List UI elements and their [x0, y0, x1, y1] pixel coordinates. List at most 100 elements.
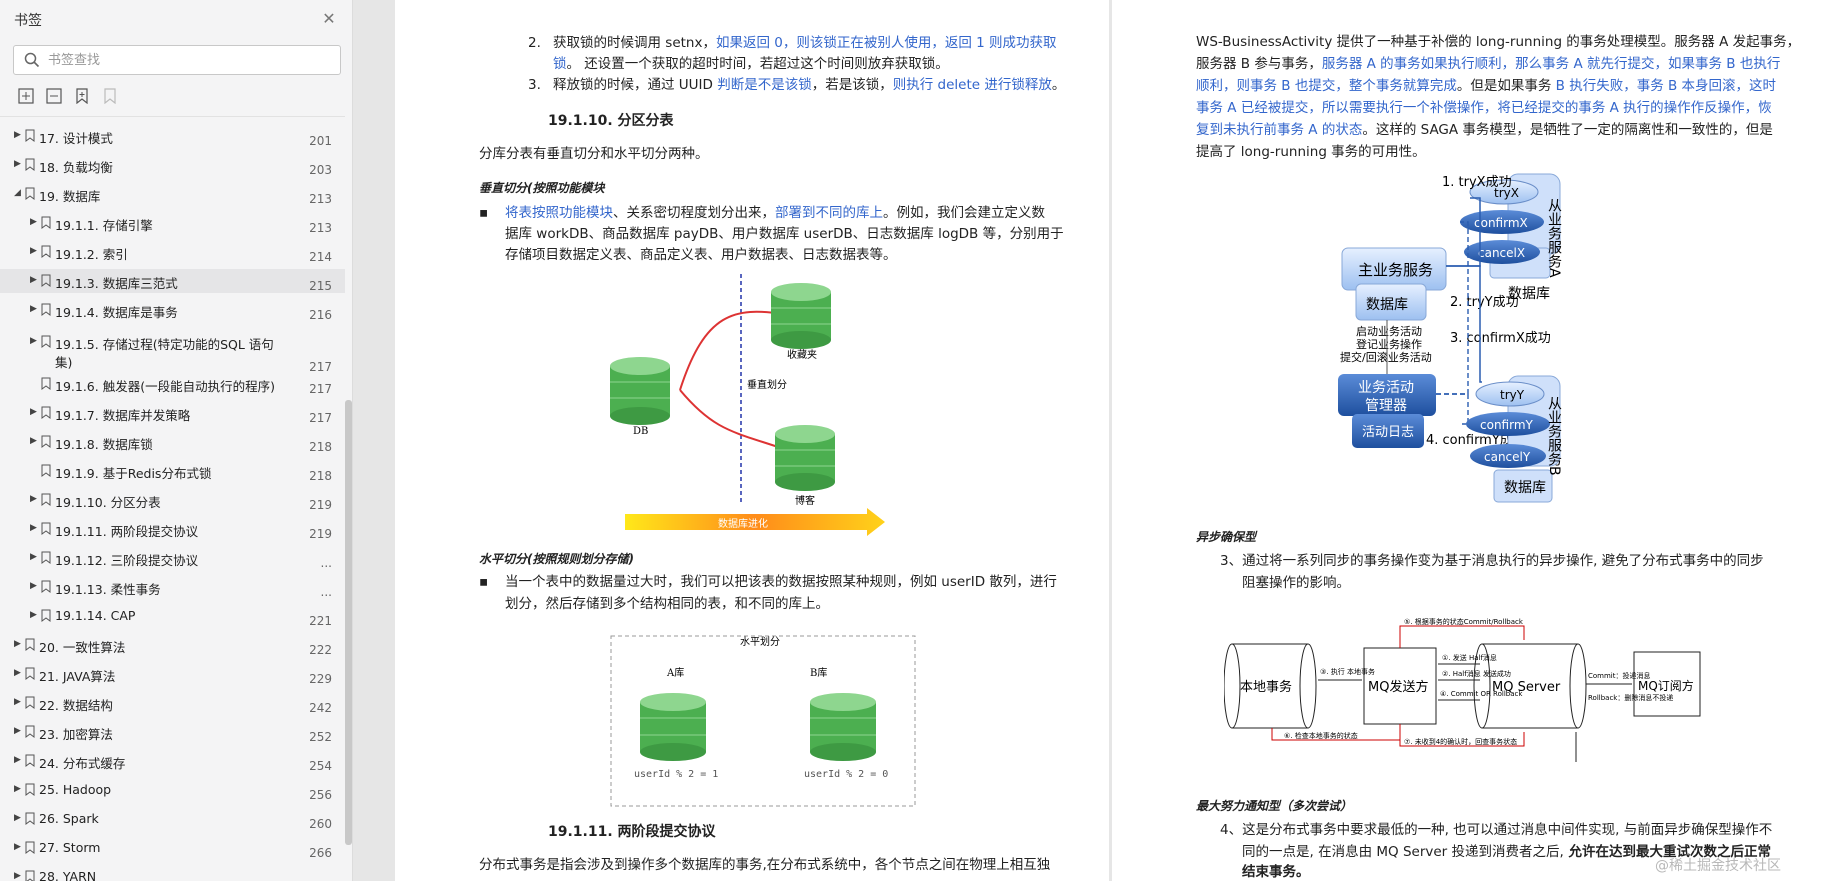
bookmark-icon	[41, 406, 51, 419]
mq-step7: ⑦. 未收到4的确认时，回查事务状态	[1404, 737, 1517, 746]
bookmark-item[interactable]: 19.1.6. 触发器(一段能自动执行的程序)217	[0, 372, 345, 396]
sidebar-scrollbar[interactable]	[345, 400, 352, 845]
bookmark-label: 19.1.4. 数据库是事务	[55, 305, 178, 320]
cancelx-label: cancelX	[1478, 246, 1525, 260]
expand-arrow-icon[interactable]: ▶	[14, 842, 21, 852]
expand-all-icon[interactable]	[18, 88, 34, 104]
bookmark-toolbar	[18, 88, 118, 108]
search-icon	[24, 52, 40, 68]
expand-arrow-icon[interactable]: ▶	[14, 784, 21, 794]
bookmark-search-input[interactable]	[48, 50, 328, 70]
bookmark-page-number: 214	[309, 250, 332, 264]
paragraph-line: 顺利，则事务 B 也提交，整个事务就算完成。但是如果事务 B 执行失败，事务 B…	[1196, 76, 1776, 97]
bookmark-icon	[41, 609, 51, 622]
expand-arrow-icon[interactable]: ▶	[30, 494, 37, 504]
confirmx-label: confirmX	[1474, 216, 1528, 230]
bookmark-icon	[25, 638, 35, 651]
expand-arrow-icon[interactable]: ▶	[30, 336, 37, 346]
expand-arrow-icon[interactable]: ▶	[30, 610, 37, 620]
log-label: 活动日志	[1362, 425, 1414, 440]
expand-arrow-icon[interactable]: ▶	[14, 755, 21, 765]
expand-arrow-icon[interactable]: ▶	[30, 552, 37, 562]
highlight-text: 判断是不是该锁	[717, 77, 812, 93]
local-tx-label: 本地事务	[1240, 679, 1292, 695]
bookmark-label: 19.1.9. 基于Redis分布式锁	[55, 466, 212, 481]
expand-arrow-icon[interactable]: ▶	[30, 436, 37, 446]
bookmark-icon	[41, 522, 51, 535]
cancely-label: cancelY	[1484, 450, 1531, 464]
collapse-all-icon[interactable]	[46, 88, 62, 104]
bookmark-page-number: 216	[309, 308, 332, 322]
expand-arrow-icon[interactable]: ▶	[14, 668, 21, 678]
expand-arrow-icon[interactable]: ▶	[14, 813, 21, 823]
close-icon[interactable]: ✕	[322, 9, 336, 28]
expand-arrow-icon[interactable]: ▶	[14, 639, 21, 649]
rule-b: userId % 2 = 0	[804, 769, 888, 780]
bookmark-icon	[41, 335, 51, 348]
expand-arrow-icon[interactable]: ▶	[30, 275, 37, 285]
expand-arrow-icon[interactable]: ▶	[14, 130, 21, 140]
paragraph-line: 服务器 B 参与事务，服务器 A 的事务如果执行顺利，那么事务 A 就先行提交，…	[1196, 54, 1780, 75]
text-span: 。例如，我们会建立定义数	[883, 205, 1045, 221]
collapse-arrow-icon[interactable]: ◢	[14, 188, 21, 198]
expand-arrow-icon[interactable]: ▶	[14, 871, 21, 881]
delete-bookmark-icon[interactable]	[102, 88, 118, 105]
bookmark-icon	[25, 812, 35, 825]
db-cylinder-icon	[640, 693, 706, 761]
horizontal-partition-figure: 水平划分 A库 B库 userId % 2 = 1 userId % 2 = 0	[610, 635, 916, 807]
expand-arrow-icon[interactable]: ▶	[30, 246, 37, 256]
bookmark-item[interactable]: ▶19.1.13. 柔性事务...	[0, 575, 345, 599]
bookmark-item[interactable]: ▶19.1.12. 三阶段提交协议...	[0, 546, 345, 570]
mq-transaction-diagram: 本地事务 MQ发送方 MQ Server MQ订阅方 ⑤. 根据事务的状态Com…	[1224, 617, 1701, 762]
expand-arrow-icon[interactable]: ▶	[30, 581, 37, 591]
bookmark-item[interactable]: ▶19.1.5. 存储过程(特定功能的SQL 语句集)217	[0, 330, 345, 374]
expand-arrow-icon[interactable]: ▶	[30, 523, 37, 533]
expand-arrow-icon[interactable]: ▶	[14, 697, 21, 707]
bookmark-search-box[interactable]	[13, 45, 341, 75]
expand-arrow-icon[interactable]: ▶	[30, 304, 37, 314]
bookmark-label: 19.1.7. 数据库并发策略	[55, 408, 191, 423]
bookmark-icon	[25, 187, 35, 200]
blog-label: 博客	[795, 494, 815, 507]
expand-arrow-icon[interactable]: ▶	[30, 407, 37, 417]
bookmark-label: 19.1.13. 柔性事务	[55, 582, 161, 597]
paragraph: 分库分表有垂直切分和水平切分两种。	[479, 146, 709, 162]
expand-arrow-icon[interactable]: ▶	[14, 726, 21, 736]
bookmark-icon	[25, 725, 35, 738]
bookmark-page-number: 217	[309, 411, 332, 425]
bookmark-item[interactable]: ▶ 19.1.7. 数据库并发策略 217	[0, 401, 345, 425]
mgr-line2: 管理器	[1365, 398, 1407, 414]
bookmark-item[interactable]: ▶28. YARN	[0, 865, 345, 881]
highlight-text: 复到未执行前事务 A 的状态	[1196, 122, 1363, 138]
bookmark-item[interactable]: ▶ 19.1.4. 数据库是事务 216	[0, 298, 345, 322]
expand-arrow-icon[interactable]: ▶	[14, 159, 21, 169]
vertical-partition-figure: DB 收藏夹 博客 垂直划分 数据库进化	[610, 274, 885, 536]
add-bookmark-icon[interactable]	[74, 88, 90, 105]
subheading: 水平切分(按照规则划分存储)	[479, 552, 634, 566]
bookmark-label: 19. 数据库	[39, 189, 101, 204]
paragraph-line: 结束事务。	[1242, 864, 1310, 880]
expand-arrow-icon[interactable]: ▶	[30, 217, 37, 227]
bookmark-page-number: 260	[309, 817, 332, 831]
paragraph-line: 3、通过将一系列同步的事务操作变为基于消息执行的异步操作, 避免了分布式事务中的…	[1220, 553, 1764, 569]
